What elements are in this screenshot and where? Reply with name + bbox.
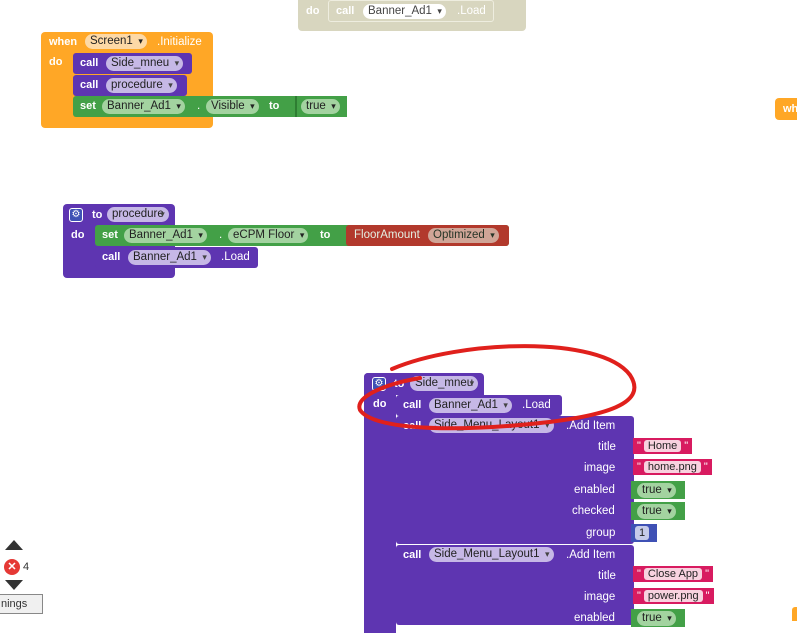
- title-text-value[interactable]: Close App: [643, 568, 703, 580]
- side-mneu-procedure-block[interactable]: [364, 373, 396, 633]
- dot-label: .: [219, 229, 223, 241]
- set-ecpm-statement[interactable]: set Banner_Ad1 . eCPM Floor to FloorAmou…: [95, 225, 509, 246]
- text-block[interactable]: "Home": [633, 438, 693, 454]
- procedure-name-field[interactable]: procedure: [107, 207, 169, 222]
- call-keyword: call: [336, 5, 355, 17]
- to-keyword: to: [269, 100, 280, 112]
- procedure-name-field[interactable]: Side_mneu: [410, 376, 479, 391]
- boolean-dropdown[interactable]: true: [637, 611, 676, 626]
- number-block[interactable]: 1: [631, 524, 657, 542]
- component-dropdown[interactable]: Side_Menu_Layout1: [429, 418, 554, 433]
- method-label: .Load: [522, 399, 551, 411]
- error-icon[interactable]: ✕: [4, 559, 20, 575]
- add-item-block[interactable]: call Side_Menu_Layout1 .Add Item title i…: [396, 545, 634, 625]
- gear-icon[interactable]: ⚙: [69, 208, 83, 222]
- call-keyword: call: [80, 57, 99, 69]
- component-dropdown[interactable]: Banner_Ad1: [102, 99, 185, 114]
- title-arg-label: title: [598, 570, 616, 582]
- group-number-value[interactable]: 1: [635, 526, 650, 540]
- set-keyword: set: [80, 100, 96, 112]
- method-label: .Add Item: [566, 420, 616, 432]
- do-keyword: do: [71, 229, 85, 241]
- do-keyword: do: [49, 56, 63, 68]
- boolean-block[interactable]: true: [631, 481, 685, 499]
- checked-arg-label: checked: [572, 505, 615, 517]
- to-keyword: to: [320, 229, 331, 241]
- method-label: .Add Item: [566, 549, 616, 561]
- do-keyword: do: [306, 5, 320, 17]
- up-arrow-icon[interactable]: [5, 540, 23, 550]
- to-keyword: to: [394, 378, 405, 390]
- gear-icon[interactable]: ⚙: [372, 377, 386, 391]
- boolean-dropdown[interactable]: true: [637, 504, 676, 519]
- dot-label: .: [197, 100, 201, 112]
- call-keyword: call: [403, 549, 422, 561]
- boolean-dropdown[interactable]: true: [637, 483, 676, 498]
- offscreen-event-block[interactable]: wh: [775, 98, 797, 120]
- boolean-block[interactable]: true: [631, 609, 685, 627]
- down-arrow-icon[interactable]: [5, 580, 23, 590]
- boolean-dropdown[interactable]: true: [301, 99, 340, 114]
- component-dropdown[interactable]: Side_Menu_Layout1: [429, 547, 554, 562]
- to-keyword: to: [92, 209, 103, 221]
- boolean-block[interactable]: true: [295, 96, 347, 117]
- offscreen-block-edge: [792, 607, 797, 621]
- call-keyword: call: [102, 251, 121, 263]
- call-load-statement[interactable]: call Banner_Ad1 .Load: [396, 395, 562, 416]
- call-side-mneu-statement[interactable]: call Side_mneu: [73, 53, 192, 74]
- call-load-statement[interactable]: call Banner_Ad1 .Load: [95, 247, 258, 268]
- call-keyword: call: [403, 420, 422, 432]
- warnings-label: nings: [1, 598, 28, 610]
- disabled-load-block[interactable]: do call Banner_Ad1 .Load: [298, 0, 526, 31]
- floor-amount-label: FloorAmount: [354, 229, 420, 241]
- title-arg-label: title: [598, 441, 616, 453]
- method-label: .Load: [221, 251, 250, 263]
- procedure-dropdown[interactable]: Side_mneu: [106, 56, 184, 71]
- method-label: .Load: [457, 5, 486, 17]
- property-dropdown[interactable]: eCPM Floor: [228, 228, 309, 243]
- component-dropdown[interactable]: Banner_Ad1: [128, 250, 211, 265]
- enabled-arg-label: enabled: [574, 612, 615, 624]
- screen-dropdown[interactable]: Screen1: [85, 34, 147, 49]
- boolean-block[interactable]: true: [631, 502, 685, 520]
- component-dropdown[interactable]: Banner_Ad1: [363, 4, 446, 19]
- set-keyword: set: [102, 229, 118, 241]
- call-keyword: call: [80, 79, 99, 91]
- call-procedure-statement[interactable]: call procedure: [73, 75, 187, 96]
- image-text-value[interactable]: home.png: [643, 461, 701, 473]
- floor-amount-block[interactable]: FloorAmount Optimized: [346, 225, 509, 246]
- group-arg-label: group: [586, 527, 616, 539]
- procedure-dropdown[interactable]: procedure: [106, 78, 177, 93]
- image-arg-label: image: [584, 462, 616, 474]
- text-block[interactable]: "power.png": [633, 588, 714, 604]
- component-dropdown[interactable]: Banner_Ad1: [124, 228, 207, 243]
- add-item-block[interactable]: call Side_Menu_Layout1 .Add Item title i…: [396, 416, 634, 544]
- component-dropdown[interactable]: Banner_Ad1: [429, 398, 512, 413]
- show-warnings-button[interactable]: nings: [0, 594, 43, 614]
- set-visible-statement[interactable]: set Banner_Ad1 . Visible to true: [73, 96, 347, 117]
- floor-option-dropdown[interactable]: Optimized: [428, 228, 499, 243]
- when-keyword: wh: [783, 103, 797, 115]
- side-mneu-header[interactable]: ⚙ to Side_mneu: [364, 373, 484, 395]
- call-keyword: call: [403, 399, 422, 411]
- property-dropdown[interactable]: Visible: [206, 99, 259, 114]
- error-count: 4: [23, 561, 30, 573]
- text-block[interactable]: "home.png": [633, 459, 712, 475]
- event-label: .Initialize: [157, 36, 202, 48]
- text-block[interactable]: "Close App": [633, 566, 713, 582]
- title-text-value[interactable]: Home: [643, 440, 682, 452]
- when-keyword: when: [49, 36, 78, 48]
- enabled-arg-label: enabled: [574, 484, 615, 496]
- image-text-value[interactable]: power.png: [643, 590, 703, 602]
- do-keyword: do: [373, 398, 387, 410]
- image-arg-label: image: [584, 591, 616, 603]
- call-statement[interactable]: call Banner_Ad1 .Load: [328, 0, 494, 22]
